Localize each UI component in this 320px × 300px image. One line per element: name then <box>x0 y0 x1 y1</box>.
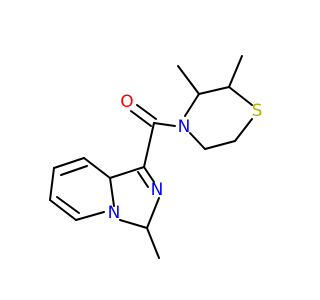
ring-bond-c2-s <box>228 86 253 106</box>
imidazole-bond-c8a-c1 <box>109 166 145 179</box>
oxygen-label: O <box>120 92 133 112</box>
pyridine-bond-c8-c7-b <box>60 165 88 176</box>
imidazole-bond-c3-n4 <box>119 219 148 229</box>
structure-canvas: O S N N N <box>49 55 263 259</box>
pyridine-bond-c8a-c8 <box>83 157 111 179</box>
sulfur-label: S <box>252 101 263 121</box>
amide-nitrogen-label: N <box>178 117 191 137</box>
methyl-bond-c2 <box>228 55 243 88</box>
ring-nitrogen-upper-label: N <box>151 180 164 200</box>
imidazole-bond-n2-c3 <box>146 197 160 229</box>
carbonyl-double-bond-b <box>136 104 157 120</box>
methyl-bond-c3 <box>177 65 200 95</box>
carbonyl-double-bond-a <box>130 110 152 127</box>
imidazole-bond-c1-n2-a <box>143 166 155 183</box>
ring-bond-s-c6 <box>234 118 253 142</box>
ring-nitrogen-lower-label: N <box>108 203 121 223</box>
pyridine-bond-c8-c7-a <box>53 157 85 169</box>
carbonyl-to-c1-bond <box>143 122 155 168</box>
pyridine-bond-c7-c6 <box>49 167 55 201</box>
pyridine-bond-c6-c5-b <box>56 196 80 214</box>
pyridine-bond-c6-c5-a <box>49 199 77 221</box>
imidazole-bond-n4-c8a <box>109 177 115 207</box>
molecule-structure: O S N N N <box>49 55 263 259</box>
pyridine-bond-c5-n4 <box>75 211 105 221</box>
imidazole-bond-c1-n2-b <box>137 171 149 188</box>
methyl-bond-c3-imidazole <box>146 227 160 259</box>
ring-bond-c5-n <box>189 132 206 150</box>
ring-bond-c6-c5 <box>204 140 236 150</box>
carbonyl-to-amide-nitrogen-bond <box>153 122 176 127</box>
ring-bond-n-c3 <box>184 93 200 117</box>
ring-bond-c3-c2 <box>198 86 230 95</box>
